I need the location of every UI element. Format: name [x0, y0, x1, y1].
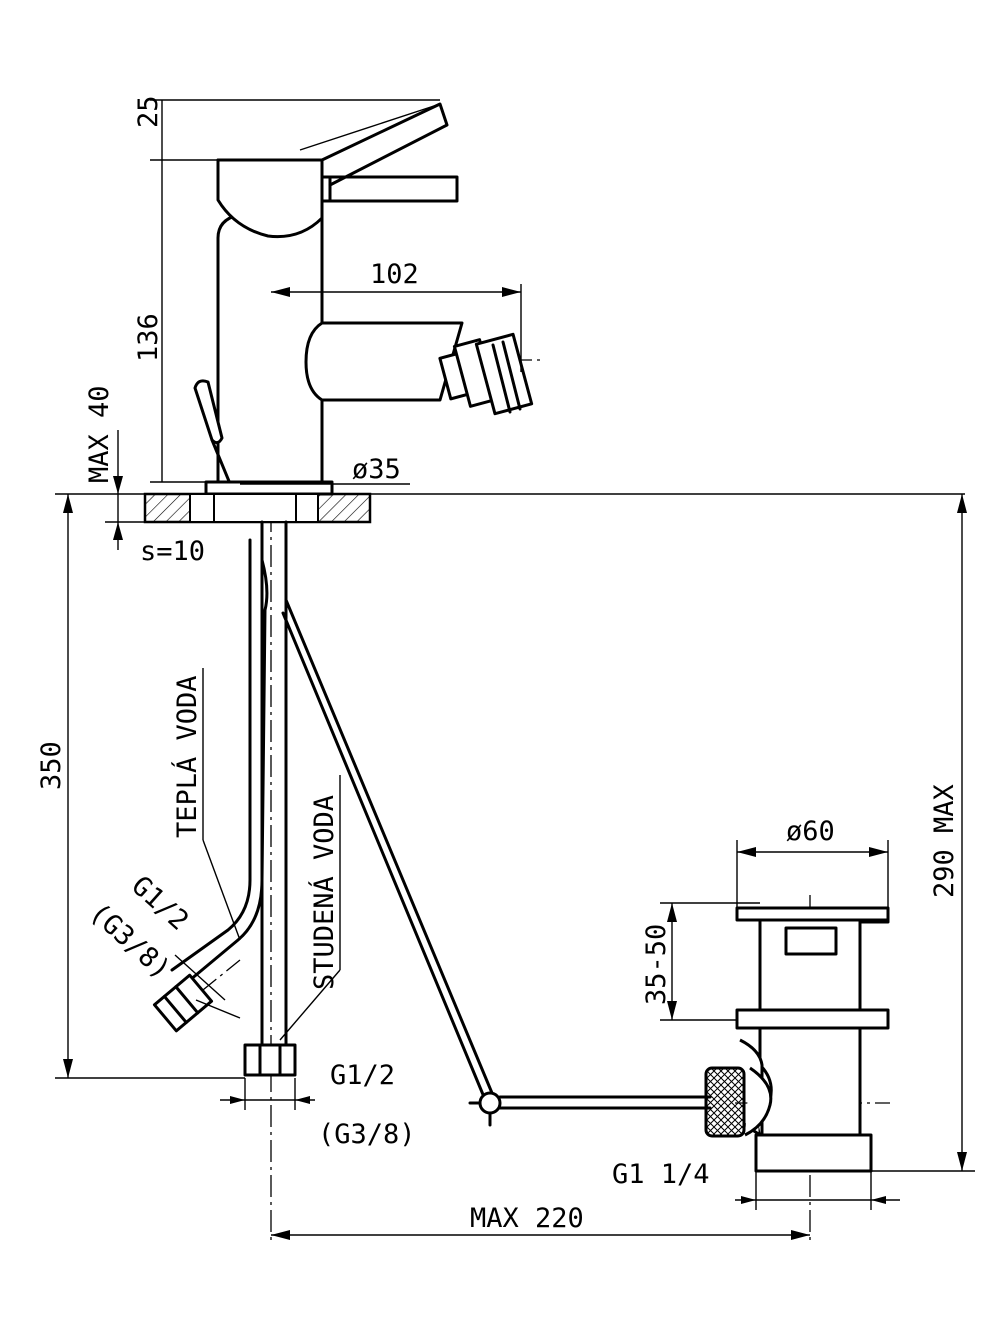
label-rod-reach: MAX 220 [470, 1203, 584, 1234]
pop-up-rod [281, 598, 712, 1127]
label-cold-water: STUDENÁ VODA [308, 795, 340, 990]
faucet-body [193, 102, 534, 522]
label-body-height: 136 [133, 313, 164, 362]
label-deck-max: MAX 40 [84, 385, 115, 483]
label-cold-thread-alt: (G3/8) [318, 1119, 416, 1150]
label-drain-height: 290 MAX [929, 784, 960, 898]
label-waste-range: 35-50 [641, 924, 672, 1005]
label-lever-tilt: 25 [133, 95, 164, 128]
pop-up-waste [704, 906, 890, 1173]
label-hose-length: 350 [36, 741, 67, 790]
label-cold-thread: G1/2 [330, 1060, 395, 1091]
dimension-labels: 25 136 102 MAX 40 ø35 s=10 350 290 MAX ø… [36, 95, 960, 1234]
supply-hoses [152, 520, 297, 1077]
dimension-lines [55, 99, 975, 1240]
deck-slab [143, 492, 965, 524]
label-spout-reach: 102 [370, 259, 419, 290]
label-base-diameter: ø35 [352, 454, 401, 485]
label-slab-thickness: s=10 [140, 536, 205, 567]
label-waste-cap-diameter: ø60 [786, 816, 835, 847]
label-hot-water: TEPLÁ VODA [171, 675, 203, 838]
label-waste-thread: G1 1/4 [612, 1159, 710, 1190]
